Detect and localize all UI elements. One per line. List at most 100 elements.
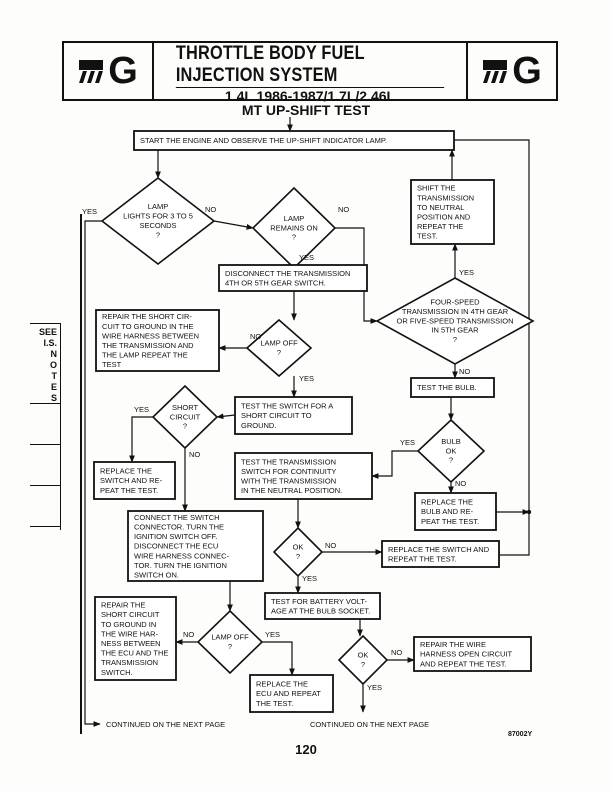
step-text-line: TEST — [102, 360, 122, 369]
edge-label-yes: YES — [299, 374, 314, 383]
step-text-line: SHORT CIRCUIT — [101, 610, 160, 619]
step-text-line: REPLACE THE SWITCH AND — [388, 545, 490, 554]
page-header: G THROTTLE BODY FUEL INJECTION SYSTEM 1.… — [62, 41, 558, 104]
decision-text-line: ? — [449, 456, 453, 465]
junction-dot — [526, 509, 532, 515]
step-text-line: THE ECU AND THE — [101, 649, 168, 658]
step-text-line: 4TH OR 5TH GEAR SWITCH. — [225, 279, 326, 288]
step-text-line: AND REPEAT THE TEST. — [420, 659, 507, 668]
decision-diamond — [196, 609, 264, 675]
continued-next-page-left: CONTINUED ON THE NEXT PAGE — [106, 720, 225, 729]
lamp-off-1-decision: LAMP OFF? — [245, 318, 313, 378]
step-text-line: REPEAT THE TEST. — [388, 555, 457, 564]
chart-title: MT UP-SHIFT TEST — [241, 102, 371, 118]
decision-text-line: LAMP — [284, 214, 304, 223]
decision-text-line: SECONDS — [139, 221, 176, 230]
notes-blank-section — [30, 403, 60, 444]
step-text-line: IGNITION SWITCH OFF. — [134, 532, 217, 541]
decision-text-line: ? — [156, 230, 160, 239]
edge-label-yes: YES — [299, 253, 314, 262]
step-text-line: WITH THE TRANSMISSION — [241, 477, 336, 486]
decision-diamond — [245, 318, 313, 378]
step-text-line: GROUND. — [241, 421, 276, 430]
edge-label-no: NO — [189, 450, 200, 459]
step-text-line: SWITCH ON. — [134, 571, 179, 580]
section-logo-left: G — [64, 43, 154, 99]
header-title: THROTTLE BODY FUEL INJECTION SYSTEM — [175, 43, 445, 88]
notes-blank-section — [30, 444, 60, 485]
notes-divider — [80, 214, 82, 734]
process-box — [127, 510, 264, 582]
flow-connector — [371, 450, 418, 479]
decision-text-line: IN 5TH GEAR — [431, 326, 479, 335]
step-text-line: TRANSMISSION — [101, 658, 158, 667]
step-text-line: TO NEUTRAL — [417, 203, 464, 212]
edge-label-yes: YES — [302, 574, 317, 583]
decision-text-line: OK — [446, 446, 457, 455]
step-text-line: SWITCH AND RE- — [100, 476, 163, 485]
flow-connector — [499, 512, 530, 556]
continued-next-page-right: CONTINUED ON THE NEXT PAGE — [310, 720, 429, 729]
process-box — [234, 452, 373, 500]
ok-1-decision: OK? — [272, 526, 324, 578]
decision-diamond — [375, 277, 535, 365]
step-text-line: REPLACE THE — [421, 498, 473, 507]
step-text-line: TO GROUND IN — [101, 620, 156, 629]
decision-text-line: CIRCUIT — [170, 412, 201, 421]
flow-connector — [213, 220, 254, 230]
step-text-line: TEST FOR BATTERY VOLT- — [271, 597, 367, 606]
step-text-line: SHORT CIRCUIT TO — [241, 411, 312, 420]
step-text-line: THE TEST. — [256, 699, 293, 708]
step-text-line: CONNECT THE SWITCH — [134, 513, 220, 522]
decision-text-line: ? — [292, 233, 296, 242]
step-text-line: NESS BETWEEN — [101, 639, 161, 648]
step-text-line: REPAIR THE WIRE — [420, 640, 486, 649]
decision-text-line: OK — [358, 651, 369, 660]
step-text-line: CONNECTOR. TURN THE — [134, 523, 224, 532]
step-text-line: HARNESS OPEN CIRCUIT — [420, 650, 513, 659]
decision-text-line: ? — [183, 422, 187, 431]
decision-text-line: LIGHTS FOR 3 TO 5 — [123, 212, 193, 221]
edge-label-no: NO — [325, 541, 336, 550]
decision-text-line: SHORT — [172, 403, 199, 412]
process-box — [410, 377, 495, 398]
flow-connector — [84, 220, 102, 727]
step-text-line: IN THE NEUTRAL POSITION. — [241, 486, 342, 495]
test-bulb-step: TEST THE BULB. — [410, 377, 495, 398]
edge-label-no: NO — [183, 630, 194, 639]
decision-text-line: OR FIVE-SPEED TRANSMISSION — [397, 316, 514, 325]
decision-text-line: ? — [296, 552, 300, 561]
repair-short-lamp-step: REPAIR THE SHORT CIR-CUIT TO GROUND IN T… — [95, 309, 220, 372]
step-text-line: SWITCH. — [101, 668, 133, 677]
step-text-line: DISCONNECT THE TRANSMISSION — [225, 269, 350, 278]
tbi-logo-icon — [482, 58, 508, 84]
step-text-line: ECU AND REPEAT — [256, 689, 321, 698]
decision-diamond — [416, 418, 486, 484]
edge-label-yes: YES — [459, 268, 474, 277]
step-text-line: REPEAT THE — [417, 222, 463, 231]
step-text-line: TEST. — [417, 232, 437, 241]
decision-text-line: ? — [277, 348, 281, 357]
step-text-line: POSITION AND — [417, 213, 471, 222]
process-box — [93, 461, 176, 500]
step-text-line: TOR. TURN THE IGNITION — [134, 561, 227, 570]
process-box — [413, 636, 532, 672]
process-box — [381, 540, 500, 568]
flow-connector — [216, 413, 236, 420]
edge-label-no: NO — [459, 367, 470, 376]
edge-label-yes: YES — [367, 683, 382, 692]
decision-diamond — [272, 526, 324, 578]
edge-label-yes: YES — [82, 207, 97, 216]
step-text-line: START THE ENGINE AND OBSERVE THE UP-SHIF… — [140, 136, 387, 145]
step-text-line: WIRE HARNESS CONNEC- — [134, 551, 230, 560]
process-box — [410, 179, 495, 245]
